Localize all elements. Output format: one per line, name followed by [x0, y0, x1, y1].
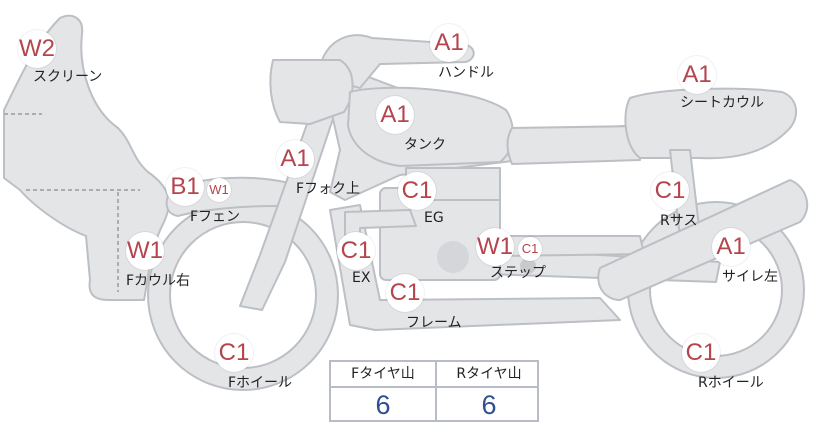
label-muffler: サイレ左 — [722, 269, 778, 285]
grade-badge-exhaust: C1 — [337, 232, 375, 270]
front-tire-header: Fタイヤ山 — [351, 366, 415, 382]
seat-cowl-shape — [624, 87, 798, 160]
grade-badge-screen: W2 — [18, 30, 56, 68]
label-exhaust: EX — [352, 270, 371, 286]
grade-badge-rear-sus: C1 — [651, 172, 689, 210]
label-step: ステップ — [490, 265, 546, 281]
label-frame: フレーム — [406, 315, 462, 331]
grade-badge-muffler: A1 — [712, 228, 750, 266]
step-pivot-circle — [520, 258, 536, 274]
engine-cover-circle — [437, 241, 469, 273]
muffler-shape — [597, 179, 809, 301]
label-engine: EG — [424, 210, 444, 226]
table-divider-vertical — [435, 362, 437, 420]
side-cover-shape — [269, 59, 354, 125]
table-divider-horizontal — [331, 386, 537, 388]
tank-shape — [347, 86, 514, 167]
grade-badge-seat-cowl: A1 — [678, 56, 716, 94]
rear-tire-value: 6 — [481, 390, 497, 420]
seat-shape — [506, 125, 641, 165]
label-tank: タンク — [404, 137, 446, 153]
tire-tread-table: Fタイヤ山 Rタイヤ山 6 6 — [329, 360, 539, 422]
grade-badge-frame: C1 — [386, 274, 424, 312]
label-screen: スクリーン — [33, 69, 103, 85]
grade-badge-engine: C1 — [398, 172, 436, 210]
grade-badge-cowl-right: W1 — [126, 232, 164, 270]
front-tire-value: 6 — [375, 390, 391, 420]
grade-badge-fender: B1 — [166, 168, 204, 206]
grade-badge-front-wheel: C1 — [215, 334, 253, 372]
grade-badge-step: W1 — [476, 228, 514, 266]
grade-badge-rear-wheel: C1 — [682, 334, 720, 372]
sub-grade-badge-fender: W1 — [207, 178, 231, 202]
label-fork: Fフォク上 — [296, 181, 361, 197]
label-rear-sus: Rサス — [660, 213, 698, 229]
front-wheel-shape — [147, 199, 339, 391]
label-fender: Fフェン — [190, 209, 241, 225]
label-front-wheel: Fホイール — [228, 375, 293, 391]
label-seat-cowl: シートカウル — [680, 95, 764, 111]
grade-badge-handle: A1 — [430, 24, 468, 62]
rear-tire-header: Rタイヤ山 — [456, 366, 522, 382]
label-handle: ハンドル — [438, 65, 494, 81]
label-rear-wheel: Rホイール — [698, 375, 764, 391]
label-cowl-right: Fカウル右 — [126, 273, 191, 289]
sub-grade-badge-step: C1 — [518, 237, 542, 261]
grade-badge-tank: A1 — [376, 96, 414, 134]
grade-badge-fork: A1 — [276, 140, 314, 178]
